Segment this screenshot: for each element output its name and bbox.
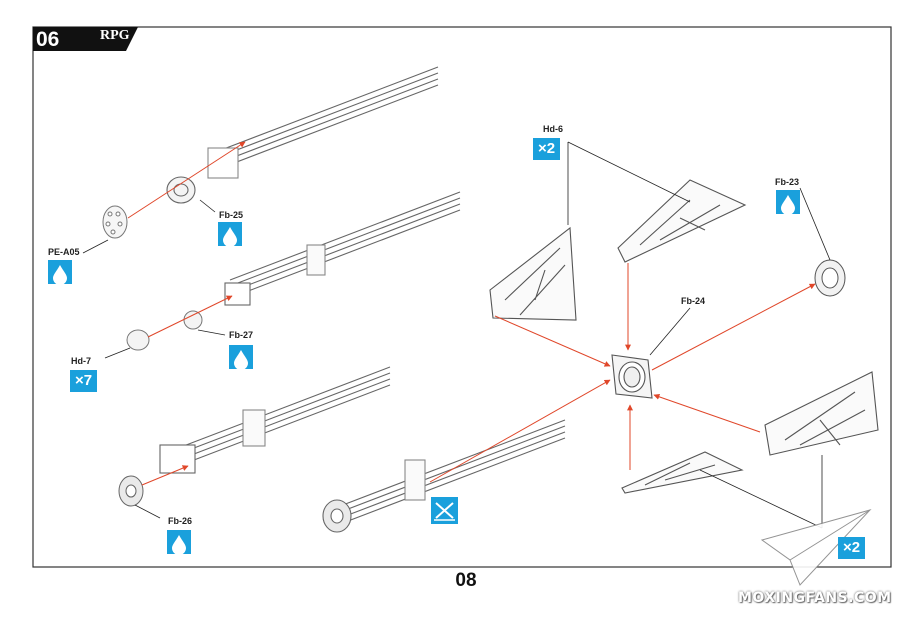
- fb-23-ring: [814, 259, 846, 297]
- label-hd-6-top: Hd-6: [543, 124, 563, 134]
- hd-6-panel-bottom-right: [764, 371, 879, 456]
- pe-a05-plate: [102, 205, 128, 239]
- step-header: 06 RPG: [33, 27, 133, 51]
- fb-26-disc: [118, 475, 144, 507]
- barrel-assembly-lower-right: [322, 419, 566, 533]
- guide-arrow: [651, 283, 816, 371]
- label-fb-25: Fb-25: [219, 210, 244, 220]
- brand-logo: RPG: [100, 28, 130, 43]
- guide-arrow: [494, 315, 611, 367]
- barrel-assembly-middle: [224, 191, 461, 306]
- qty-badge-hd-7: ×7: [70, 370, 97, 392]
- step-tab-shape: [33, 27, 138, 51]
- page-frame: [32, 26, 892, 568]
- fb-24-mount: [611, 354, 653, 399]
- hd-6-panel-left: [489, 226, 577, 321]
- hd-6-panel-right: [617, 179, 747, 263]
- hd-7-part: [126, 329, 150, 351]
- fb-27-hub: [183, 310, 203, 330]
- guide-arrow: [429, 379, 611, 483]
- cut-sprue-icon: [431, 497, 458, 524]
- label-fb-23: Fb-23: [775, 177, 800, 187]
- glue-drop-icons: [48, 190, 800, 555]
- guide-arrow: [147, 295, 233, 338]
- label-fb-27: Fb-27: [229, 330, 254, 340]
- leader-lines: [82, 141, 831, 529]
- label-pe-a05: PE-A05: [48, 247, 80, 257]
- guide-arrow: [141, 465, 189, 486]
- qty-badge-hd-6-top: ×2: [533, 138, 560, 160]
- guide-arrow: [653, 393, 761, 433]
- guide-arrow: [127, 141, 246, 219]
- label-fb-26: Fb-26: [168, 516, 193, 526]
- qty-badge-hd-6-bottom: ×2: [838, 537, 865, 559]
- watermark-logo: [760, 509, 872, 586]
- label-hd-7: Hd-7: [71, 356, 91, 366]
- step-number: 06: [36, 28, 60, 51]
- label-fb-24: Fb-24: [681, 296, 706, 306]
- watermark-text: MOXINGFANS.COM: [738, 590, 892, 606]
- barrel-assembly-top: [166, 66, 439, 204]
- page-number: 08: [455, 570, 477, 591]
- barrel-assembly-lower-left: [159, 366, 391, 474]
- hd-6-panel-bottom-left: [621, 451, 744, 494]
